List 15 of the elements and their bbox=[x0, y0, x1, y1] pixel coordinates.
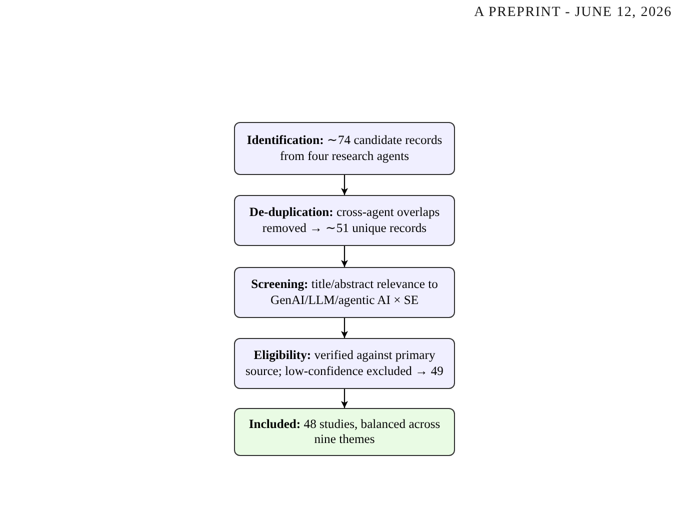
arrow bbox=[341, 389, 348, 408]
page-header: A PREPRINT - JUNE 12, 2026 bbox=[474, 5, 672, 21]
arrow bbox=[341, 318, 348, 338]
process-box bbox=[234, 338, 455, 389]
process-box bbox=[234, 267, 455, 318]
step-description: Eligibility: verified against primary source; low-confidence excluded → 49 bbox=[244, 348, 444, 379]
step-description: Included: 48 studies, balanced across nine themes bbox=[248, 416, 442, 448]
step-description: Identification: ∼74 candidate records from four research agents bbox=[246, 133, 444, 164]
step-description: Screening: title/abstract relevance to GenAI/LLM/agentic AI × SE bbox=[250, 277, 439, 308]
process-box bbox=[234, 408, 455, 456]
arrow bbox=[341, 175, 348, 195]
process-box bbox=[234, 122, 455, 175]
process-box bbox=[234, 195, 455, 246]
arrow bbox=[341, 246, 348, 267]
step-description: De-duplication: cross-agent overlaps removed → ∼51 unique records bbox=[248, 205, 441, 236]
